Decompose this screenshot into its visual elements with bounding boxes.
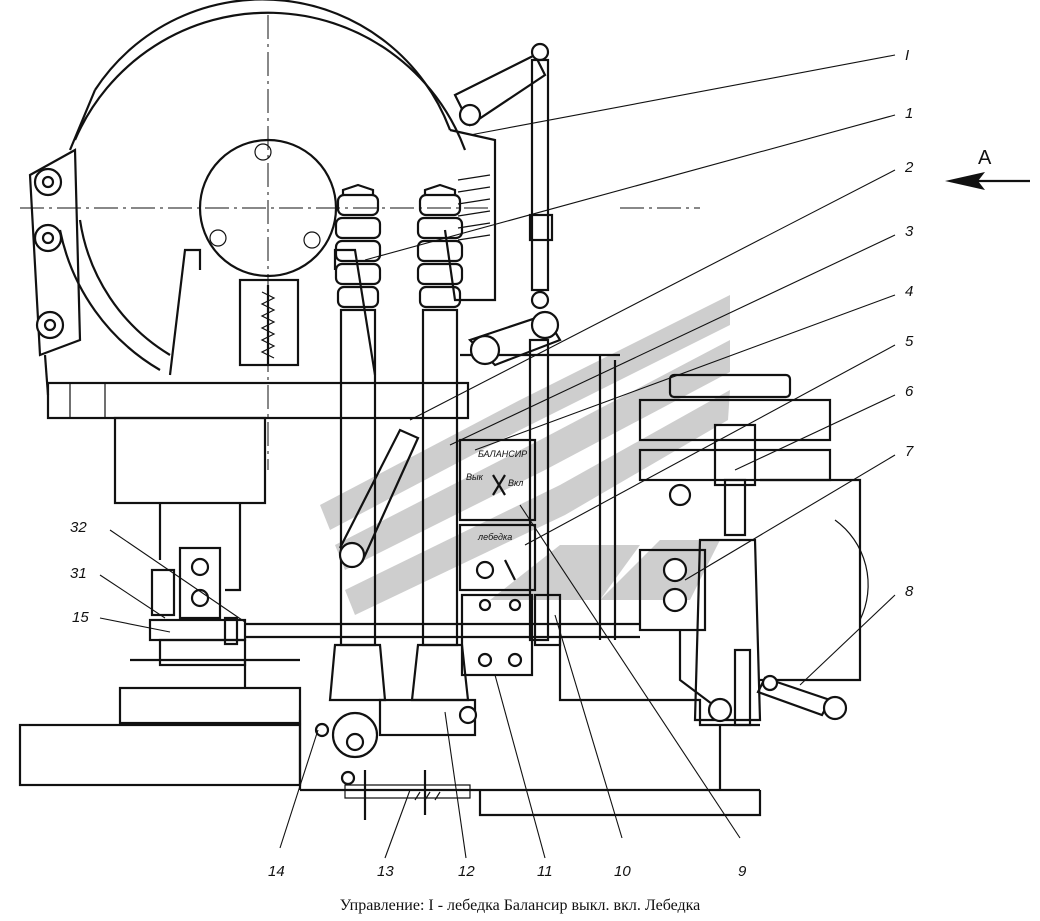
callout-14: 14 xyxy=(268,863,285,880)
callout-4: 4 xyxy=(905,283,913,300)
callout-32: 32 xyxy=(70,519,87,536)
callout-8: 8 xyxy=(905,583,914,600)
callout-31: 31 xyxy=(70,565,87,582)
callout-10: 10 xyxy=(614,863,631,880)
base-bolts xyxy=(314,722,471,820)
control-plates: БАЛАНСИР Вык Вкл лебедка xyxy=(458,438,562,677)
callout-12: 12 xyxy=(458,863,475,880)
callout-9: 9 xyxy=(738,863,747,880)
figure-caption: Управление: I - лебедка Балансир выкл. в… xyxy=(339,897,701,914)
winch-plate-title: лебедка xyxy=(477,532,512,542)
drum-sheave xyxy=(58,0,467,376)
callout-5: 5 xyxy=(905,333,914,350)
callout-I: I xyxy=(905,47,909,64)
callout-15: 15 xyxy=(72,609,89,626)
callout-2: 2 xyxy=(904,159,914,176)
frame xyxy=(18,353,762,817)
mechanism-drawing: БАЛАНСИР Вык Вкл лебедка xyxy=(18,0,1030,880)
right-assembly xyxy=(638,172,1030,727)
callout-1: 1 xyxy=(905,105,913,122)
view-label-A: A xyxy=(978,147,992,169)
centerlines xyxy=(20,15,700,470)
brake-lever-right xyxy=(443,42,562,642)
balancer-plate-off: Вык xyxy=(466,472,484,482)
callout-13: 13 xyxy=(377,863,394,880)
balancer-plate-on: Вкл xyxy=(508,478,523,488)
callout-labels: I 1 2 3 4 5 6 7 8 9 10 11 12 13 14 15 31… xyxy=(70,47,992,880)
callout-7: 7 xyxy=(905,443,914,460)
balancer-plate-title: БАЛАНСИР xyxy=(478,449,527,459)
left-brake-lever xyxy=(28,148,82,396)
callout-3: 3 xyxy=(905,223,914,240)
callout-11: 11 xyxy=(537,863,553,880)
leader-lines xyxy=(99,54,896,859)
callout-6: 6 xyxy=(905,383,914,400)
spring-rod-right xyxy=(378,183,478,737)
